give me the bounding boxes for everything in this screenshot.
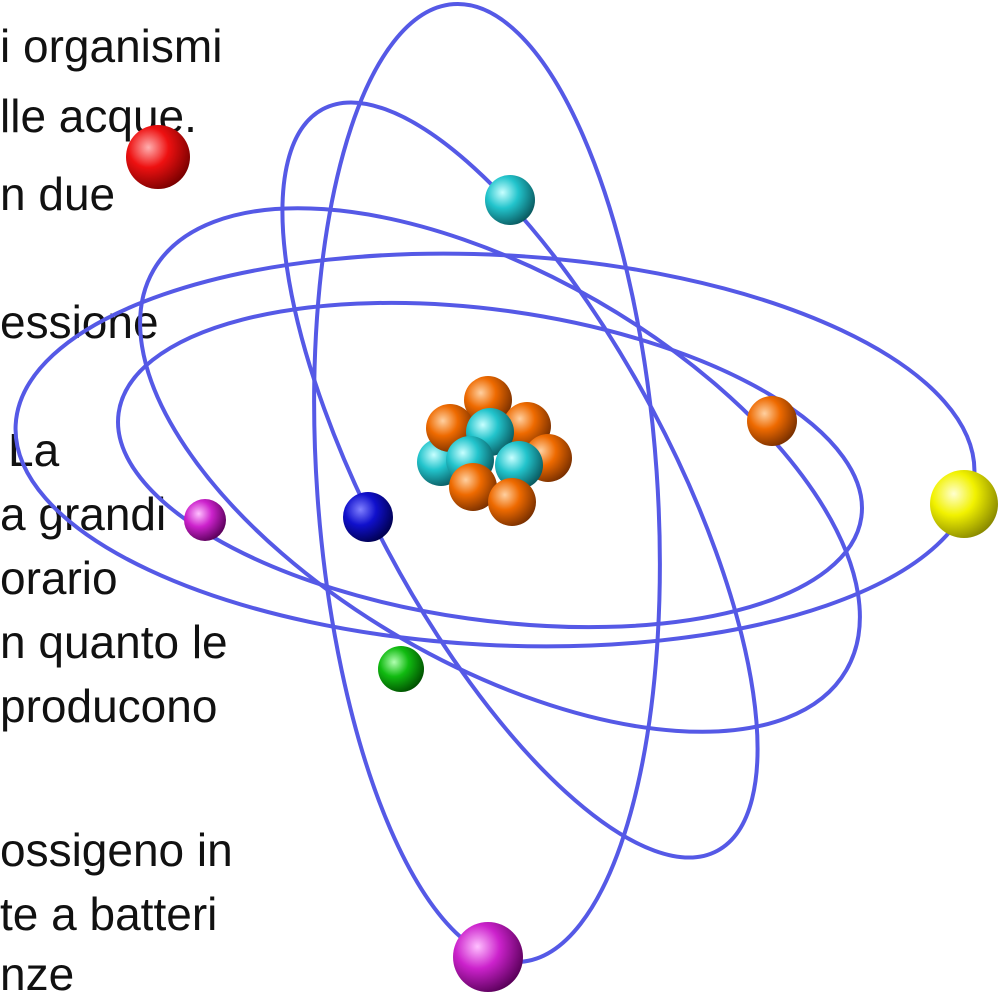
text-line: nze bbox=[0, 948, 75, 1000]
text-line: te a batteri bbox=[0, 888, 218, 940]
electron-red bbox=[126, 125, 190, 189]
text-line: orario bbox=[0, 552, 118, 604]
orbit-steep bbox=[280, 100, 760, 860]
text-line: n quanto le bbox=[0, 616, 228, 668]
electron-yellow bbox=[930, 470, 998, 538]
nucleon bbox=[488, 478, 536, 526]
electron-cyan bbox=[485, 175, 535, 225]
text-line: n due bbox=[0, 168, 116, 220]
orbit-horizontal-inner bbox=[116, 300, 864, 630]
electron-blue bbox=[343, 492, 393, 542]
text-line: ossigeno in bbox=[0, 824, 233, 876]
electron-magenta-large bbox=[453, 922, 523, 992]
electron-magenta-small bbox=[184, 499, 226, 541]
text-line: i organismi bbox=[0, 20, 223, 72]
electron-green bbox=[378, 646, 424, 692]
nucleus bbox=[417, 376, 572, 526]
text-line: producono bbox=[0, 680, 218, 732]
nucleon bbox=[495, 441, 543, 489]
electron-orange bbox=[747, 396, 797, 446]
nucleon bbox=[449, 463, 497, 511]
